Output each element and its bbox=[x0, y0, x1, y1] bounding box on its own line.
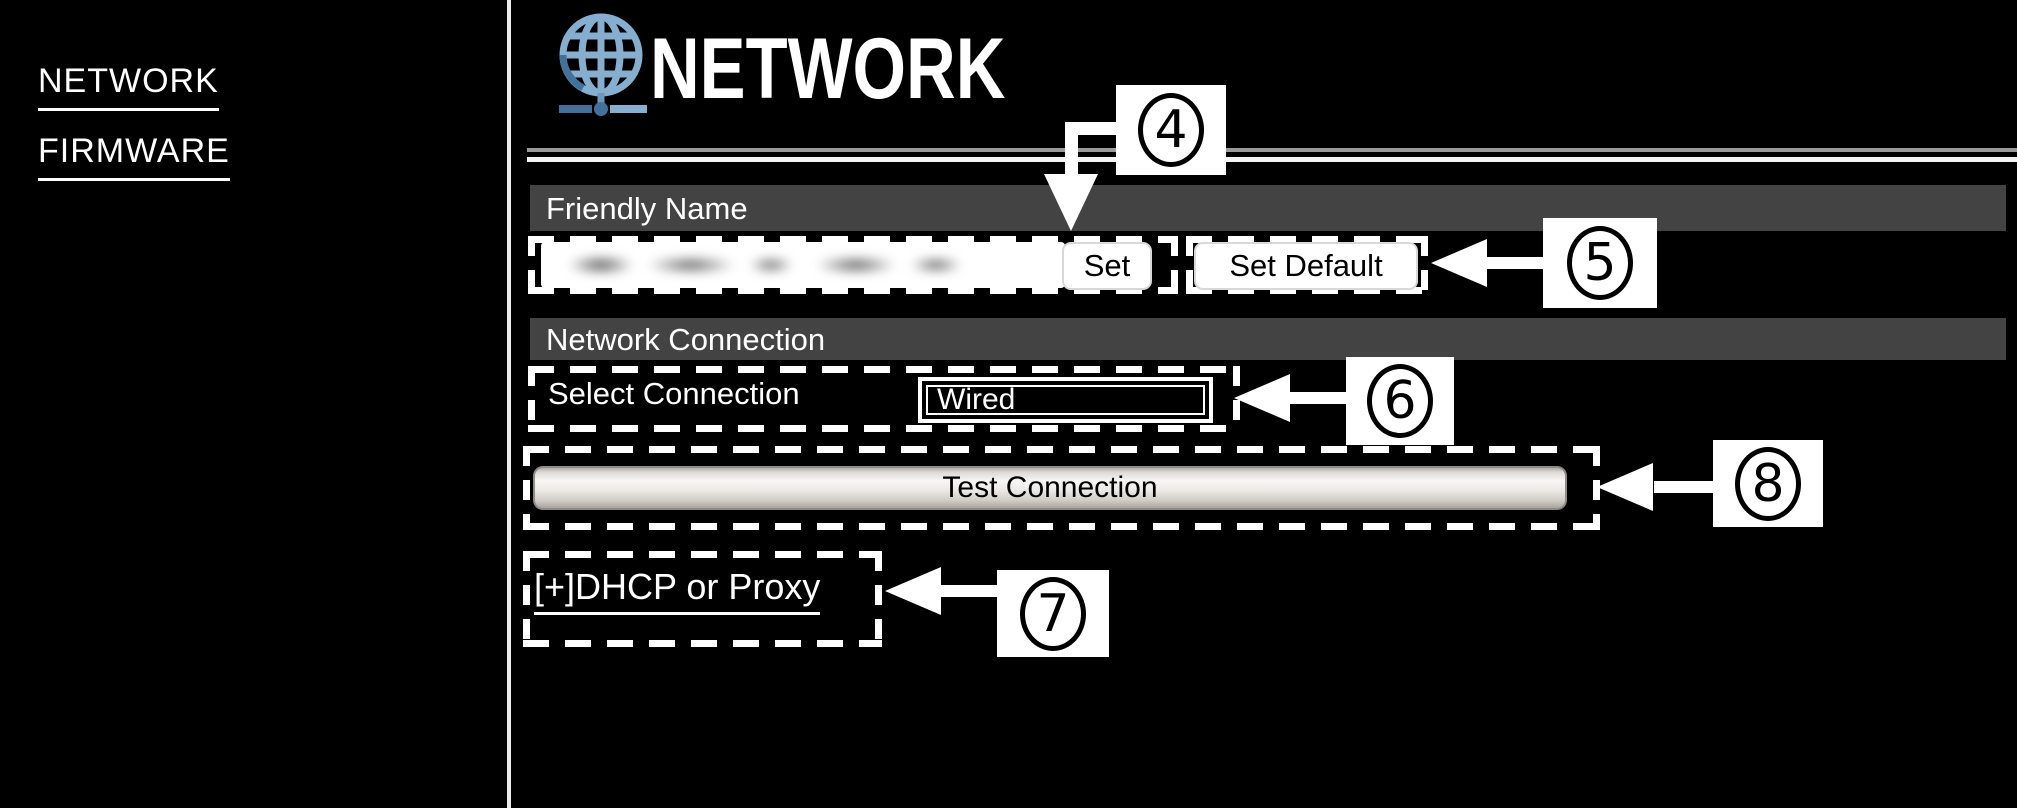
callout-4-arrow-shaft bbox=[1065, 122, 1078, 176]
circled-number-4: 4 bbox=[1138, 93, 1204, 167]
circled-number-6: 6 bbox=[1367, 364, 1433, 438]
header-separator-top bbox=[527, 148, 2017, 152]
dhcp-proxy-highlight-box bbox=[523, 551, 882, 647]
callout-7-arrowhead-left-icon bbox=[885, 567, 941, 615]
callout-6-arrowhead-left-icon bbox=[1234, 374, 1290, 422]
header-separator-bottom bbox=[527, 157, 2017, 162]
dhcp-or-proxy-expander-link[interactable]: [+]DHCP or Proxy bbox=[534, 566, 821, 615]
circled-number-7: 7 bbox=[1020, 576, 1086, 651]
callout-5-arrowhead-left-icon bbox=[1431, 239, 1487, 287]
connection-select-dropdown[interactable]: Wired bbox=[918, 377, 1213, 423]
set-default-button[interactable]: Set Default bbox=[1194, 242, 1418, 290]
callout-8-arrow bbox=[1654, 481, 1714, 493]
redacted-input-value bbox=[556, 250, 986, 280]
set-button[interactable]: Set bbox=[1062, 242, 1152, 290]
circled-number-5: 5 bbox=[1567, 226, 1633, 300]
callout-5-badge: 5 bbox=[1543, 218, 1657, 308]
callout-6-arrow bbox=[1289, 392, 1347, 404]
callout-6-badge: 6 bbox=[1346, 357, 1454, 445]
friendly-name-section-header: Friendly Name bbox=[530, 185, 2006, 231]
circled-number-8: 8 bbox=[1735, 446, 1801, 521]
sidebar-item-firmware[interactable]: FIRMWARE bbox=[38, 132, 230, 181]
page-title: NETWORK bbox=[650, 21, 1006, 117]
callout-7-badge: 7 bbox=[997, 570, 1109, 657]
callout-4-badge: 4 bbox=[1116, 85, 1226, 175]
callout-7-arrow bbox=[940, 585, 998, 597]
network-connection-section-header: Network Connection bbox=[530, 318, 2006, 360]
globe-network-icon bbox=[543, 8, 659, 126]
callout-8-arrowhead-left-icon bbox=[1597, 463, 1653, 511]
test-connection-button[interactable]: Test Connection bbox=[533, 466, 1567, 510]
callout-4-arrowhead-down-icon bbox=[1044, 174, 1098, 231]
sidebar-divider bbox=[507, 0, 511, 808]
sidebar-item-network[interactable]: NETWORK bbox=[38, 62, 219, 111]
callout-4-arrow bbox=[1065, 122, 1117, 135]
callout-8-badge: 8 bbox=[1713, 440, 1823, 527]
callout-5-arrow bbox=[1486, 257, 1544, 269]
select-connection-label: Select Connection bbox=[548, 376, 800, 411]
